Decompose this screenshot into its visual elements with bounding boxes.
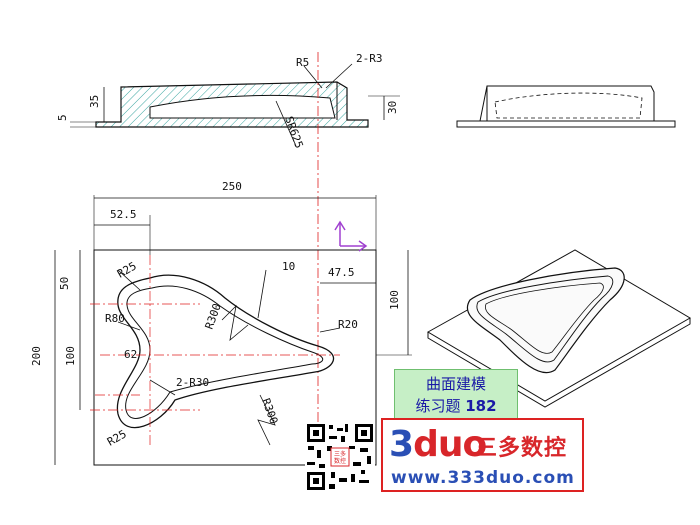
svg-text:数控: 数控 bbox=[334, 457, 346, 465]
dim-50: 50 bbox=[58, 277, 71, 290]
dim-52-5: 52.5 bbox=[110, 208, 137, 221]
svg-text:三多: 三多 bbox=[334, 450, 346, 458]
brand-url: www.333duo.com bbox=[391, 468, 575, 488]
exercise-number: 182 bbox=[465, 397, 497, 415]
dim-200: 200 bbox=[30, 346, 43, 366]
brand-banner: 3duo 三多数控 www.333duo.com bbox=[381, 418, 584, 492]
dim-250: 250 bbox=[222, 180, 242, 193]
exercise-label-text: 练习题 bbox=[415, 397, 461, 415]
brand-logo-text: duo bbox=[413, 424, 487, 465]
exercise-label-box: 曲面建模 练习题 182 bbox=[394, 369, 518, 421]
dim-r300-upper: R300 bbox=[203, 302, 224, 331]
dim-r25-bottom: R25 bbox=[105, 427, 129, 448]
section-pocket bbox=[149, 94, 336, 119]
brand-logo-prefix: 3 bbox=[389, 424, 414, 465]
section-view: R5 2-R3 35 5 30 SR625 bbox=[56, 52, 400, 470]
dim-62: 62 bbox=[124, 348, 137, 361]
dim-2-r3: 2-R3 bbox=[356, 52, 383, 65]
dim-47-5: 47.5 bbox=[328, 266, 355, 279]
plan-outline bbox=[93, 249, 377, 466]
dim-2-r30: 2-R30 bbox=[176, 376, 209, 389]
brand-name: 三多数控 bbox=[475, 436, 568, 461]
dim-5: 5 bbox=[56, 114, 69, 121]
dim-r25-top: R25 bbox=[115, 259, 139, 280]
dim-r20: R20 bbox=[338, 318, 358, 331]
dim-30: 30 bbox=[386, 101, 399, 114]
dim-35: 35 bbox=[88, 95, 101, 108]
side-view bbox=[456, 85, 676, 128]
dim-10: 10 bbox=[282, 260, 295, 273]
dim-100-right: 100 bbox=[388, 290, 401, 310]
dim-r80: R80 bbox=[105, 312, 125, 325]
dim-100-left: 100 bbox=[64, 346, 77, 366]
inner-profile bbox=[125, 285, 324, 419]
brand-logo: 3duo bbox=[389, 424, 487, 465]
dim-r5: R5 bbox=[296, 56, 309, 69]
qr-code: 三多 数控 bbox=[305, 422, 375, 492]
exercise-label-line1: 曲面建模 bbox=[425, 375, 486, 393]
exercise-label-line2: 练习题 182 bbox=[395, 395, 517, 417]
outer-profile bbox=[116, 274, 335, 429]
